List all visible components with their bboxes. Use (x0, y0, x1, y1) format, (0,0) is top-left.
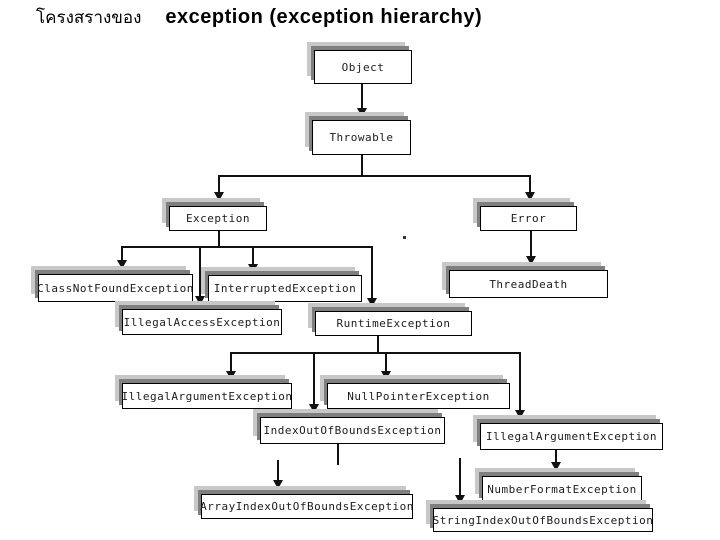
connector-line (252, 246, 254, 264)
arrow-down-icon (455, 495, 465, 504)
connector-line (313, 352, 315, 404)
arrow-down-icon (214, 192, 224, 201)
connector-line (371, 246, 373, 298)
page-title: โครงสรางของ exception (exception hierarc… (36, 4, 482, 31)
connector-line (121, 246, 123, 260)
connector-line (361, 155, 363, 176)
node-classnotfoundexception: ClassNotFoundException (37, 274, 193, 302)
connector-line (230, 352, 521, 354)
node-nullpointerexception: NullPointerException (327, 383, 510, 409)
arrow-down-icon (367, 298, 377, 307)
node-arrayindexoutofboundsexception: ArrayIndexOutOfBoundsException (200, 494, 413, 519)
connector-line (459, 458, 461, 495)
connector-line (121, 246, 373, 248)
connector-line (218, 175, 220, 192)
arrow-down-icon (515, 410, 525, 419)
stray-dot (403, 236, 406, 239)
connector-line (555, 450, 557, 462)
node-error: Error (480, 206, 577, 231)
connector-line (218, 175, 531, 177)
arrow-down-icon (526, 256, 536, 265)
connector-line (377, 336, 379, 352)
connector-line (519, 352, 521, 410)
connector-line (361, 84, 363, 108)
node-object: Object (314, 50, 412, 84)
arrow-down-icon (248, 264, 258, 273)
node-illegalaccessexception: IllegalAccessException (122, 309, 282, 335)
node-illegalargumentexception-right: IllegalArgumentException (480, 423, 663, 450)
node-threaddeath: ThreadDeath (449, 270, 608, 298)
arrow-down-icon (551, 462, 561, 471)
arrow-down-icon (273, 480, 283, 489)
title-main-label: exception (exception hierarchy) (165, 6, 483, 28)
connector-line (218, 231, 220, 246)
arrow-down-icon (117, 260, 127, 269)
node-exception: Exception (169, 206, 267, 231)
connector-line (337, 444, 339, 465)
arrow-down-icon (195, 296, 205, 305)
arrow-down-icon (525, 192, 535, 201)
connector-line (530, 231, 532, 256)
title-thai-label: โครงสรางของ (36, 8, 142, 28)
connector-line (529, 175, 531, 192)
arrow-down-icon (357, 108, 367, 117)
node-numberformatexception: NumberFormatException (482, 476, 642, 502)
connector-line (277, 460, 279, 480)
connector-line (230, 352, 232, 371)
node-indexoutofboundsexception: IndexOutOfBoundsException (260, 417, 445, 444)
node-interruptedexception: InterruptedException (208, 275, 362, 302)
connector-line (385, 352, 387, 371)
arrow-down-icon (226, 371, 236, 380)
node-throwable: Throwable (312, 120, 411, 155)
arrow-down-icon (309, 404, 319, 413)
arrow-down-icon (381, 371, 391, 380)
connector-line (199, 246, 201, 296)
node-illegalargumentexception-left: IllegalArgumentException (122, 383, 292, 409)
node-runtimeexception: RuntimeException (315, 311, 472, 336)
node-stringindexoutofboundsexception: StringIndexOutOfBoundsException (433, 508, 653, 532)
